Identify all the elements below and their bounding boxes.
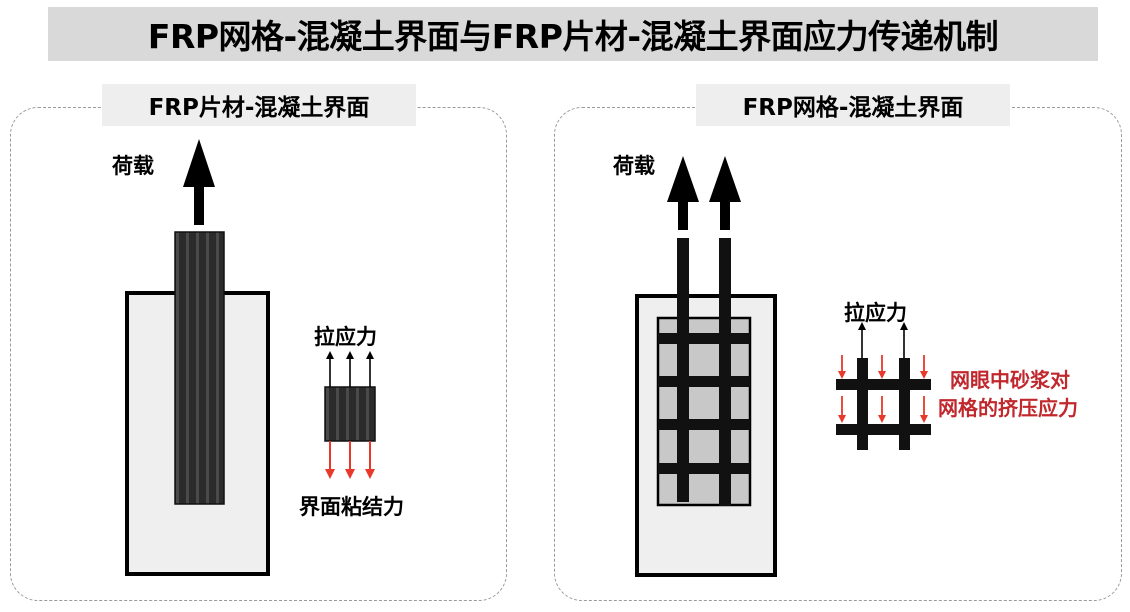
frp-sheet-strip [174,231,225,505]
sheet-element [324,386,376,442]
mortar-region [656,316,752,507]
sheet-panel-label: FRP片材-混凝土界面 [102,84,416,126]
load-arrow-sheet [183,139,215,225]
frp-grid [658,238,750,506]
grid-tension-arrows [858,322,908,358]
bearing-stress-arrows [838,355,928,423]
grid-panel-label: FRP网格-混凝土界面 [696,84,1010,126]
sheet-tension-label: 拉应力 [314,325,377,349]
bearing-stress-label-line1: 网眼中砂浆对 [950,368,1070,392]
sheet-tension-arrows [326,351,374,387]
page-title: FRP网格-混凝土界面与FRP片材-混凝土界面应力传递机制 [48,7,1098,61]
grid-load-label: 荷载 [613,154,655,178]
bond-force-label: 界面粘结力 [299,495,404,519]
bond-stress-arrows [325,441,375,479]
sheet-load-label: 荷载 [112,154,154,178]
grid-element [836,358,931,450]
load-arrows-grid [667,156,741,230]
bearing-stress-label-line2: 网格的挤压应力 [938,396,1078,420]
grid-tension-label: 拉应力 [844,301,907,325]
